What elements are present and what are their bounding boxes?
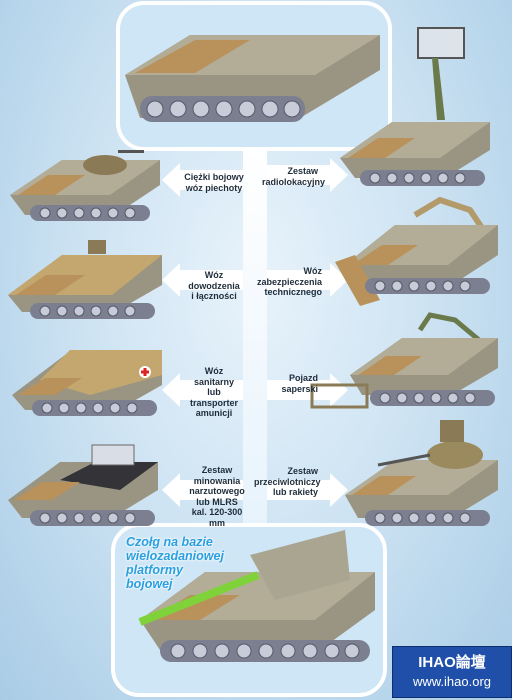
- vehicle-radar: [340, 27, 490, 186]
- vehicle-base-platform: [125, 35, 380, 122]
- label-radar-system: Zestaw radiolokacyjny: [262, 166, 326, 187]
- watermark-url: www.ihao.org: [412, 674, 492, 689]
- label-technical-support: Wóz zabezpieczenia technicznego: [256, 266, 322, 297]
- label-heavy-ifv: Ciężki bojowy wóz piechoty: [184, 172, 244, 193]
- label-mine-layer-mlrs: Zestaw minowania narzutowego lub MLRS ka…: [189, 465, 245, 528]
- vehicle-engineer: [310, 312, 498, 409]
- watermark: IHAO論壇 www.ihao.org: [392, 646, 512, 698]
- label-medical-vehicle: Wóz sanitarny lub transporter amunicji: [189, 366, 238, 418]
- vehicle-ifv: [10, 150, 160, 221]
- vehicle-mine-layer: [8, 444, 158, 526]
- label-engineer-vehicle: Pojazd saperski: [281, 373, 318, 394]
- vehicle-air-defense: [345, 420, 498, 526]
- vehicle-recovery: [335, 196, 498, 306]
- central-connector: [162, 145, 348, 548]
- vehicle-command: [8, 240, 162, 319]
- vehicle-medical: [12, 350, 162, 416]
- tank-caption: Czołg na bazie wielozadaniowej platformy…: [126, 535, 224, 591]
- label-command-vehicle: Wóz dowodzenia i łączności: [188, 270, 240, 301]
- vehicle-tank: [138, 530, 375, 662]
- label-air-defense: Zestaw przeciwlotniczy lub rakiety: [254, 466, 321, 497]
- watermark-title: IHAO論壇: [418, 654, 486, 671]
